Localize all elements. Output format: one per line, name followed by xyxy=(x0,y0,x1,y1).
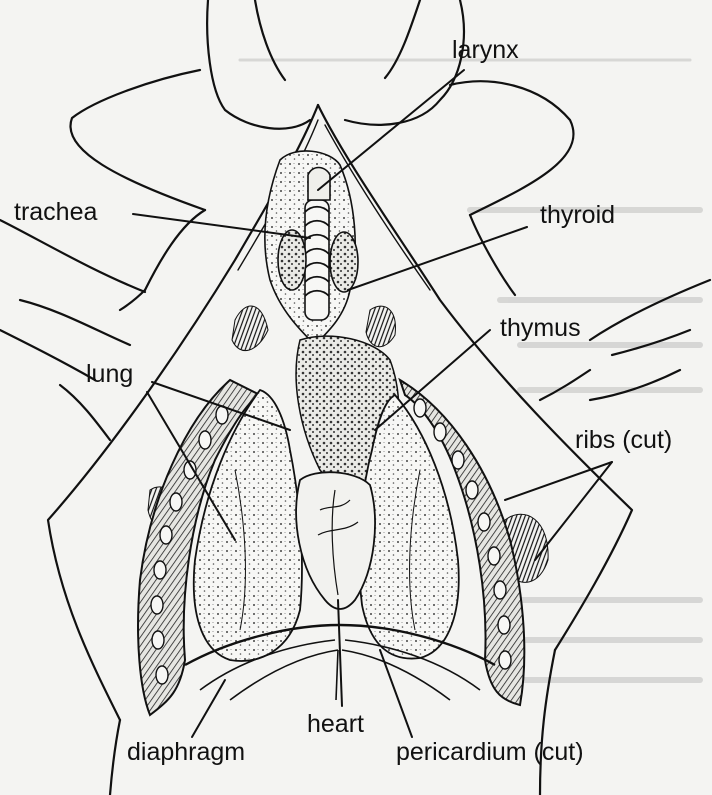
label-ribs: ribs (cut) xyxy=(575,428,672,453)
label-diaphragm: diaphragm xyxy=(127,740,245,765)
label-thymus: thymus xyxy=(500,316,581,341)
larynx-leader xyxy=(318,70,464,190)
label-pericardium: pericardium (cut) xyxy=(396,740,584,765)
thyroid-leader xyxy=(348,227,527,290)
label-trachea: trachea xyxy=(14,200,97,225)
label-thyroid: thyroid xyxy=(540,203,615,228)
diaphragm-leader xyxy=(192,680,225,737)
label-larynx: larynx xyxy=(452,38,519,63)
neck-organs xyxy=(265,151,358,345)
label-lung: lung xyxy=(86,362,133,387)
pericardium-leader xyxy=(380,650,412,737)
label-heart: heart xyxy=(307,712,364,737)
